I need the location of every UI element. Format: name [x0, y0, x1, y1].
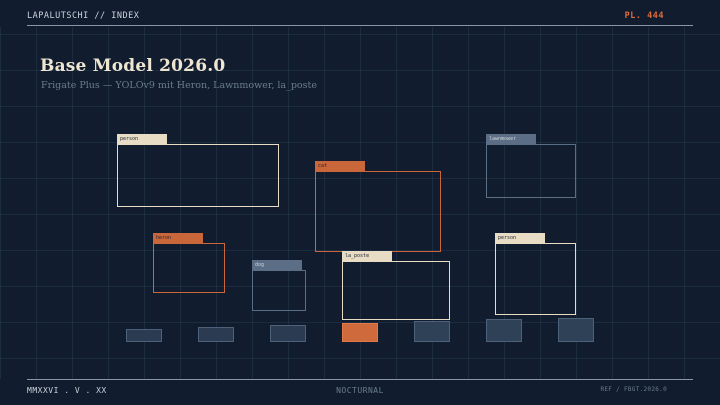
- plate-number: PL. 444: [624, 11, 664, 21]
- detection-label-heron: heron: [153, 233, 203, 243]
- header-bar: LAPALUTSCHI // INDEX PL. 444: [0, 0, 720, 26]
- detection-label-cat: cat: [315, 161, 365, 171]
- page-title: Base Model 2026.0: [40, 56, 226, 76]
- page-subtitle: Frigate Plus — YOLOv9 mit Heron, Lawnmow…: [41, 80, 317, 91]
- detection-box-person[interactable]: [495, 243, 576, 315]
- swatch[interactable]: [270, 325, 306, 342]
- detection-box-dog[interactable]: [252, 270, 306, 311]
- swatch-active[interactable]: [342, 323, 378, 342]
- footer-theme-label: NOCTURNAL: [336, 386, 384, 395]
- footer-divider: [27, 379, 693, 380]
- header-divider: [27, 25, 693, 26]
- detection-box-lawnmower[interactable]: [486, 144, 576, 198]
- detection-label-dog: dog: [252, 260, 302, 270]
- detection-box-person[interactable]: [117, 144, 279, 207]
- detection-box-cat[interactable]: [315, 171, 441, 252]
- detection-label-lawnmower: lawnmower: [486, 134, 536, 144]
- swatch[interactable]: [558, 318, 594, 342]
- detection-label-person: person: [117, 134, 167, 144]
- swatch[interactable]: [126, 329, 162, 342]
- footer-date: MMXXVI . V . XX: [27, 386, 107, 395]
- brand-label: LAPALUTSCHI // INDEX: [27, 11, 140, 21]
- detection-label-la_poste: la_poste: [342, 251, 392, 261]
- background-grid: [0, 27, 720, 379]
- detection-box-la_poste[interactable]: [342, 261, 450, 320]
- footer-reference: REF / FBGT.2026.0: [600, 386, 667, 393]
- swatch[interactable]: [198, 327, 234, 342]
- swatch[interactable]: [486, 319, 522, 342]
- swatch[interactable]: [414, 321, 450, 342]
- detection-box-heron[interactable]: [153, 243, 225, 293]
- detection-label-person: person: [495, 233, 545, 243]
